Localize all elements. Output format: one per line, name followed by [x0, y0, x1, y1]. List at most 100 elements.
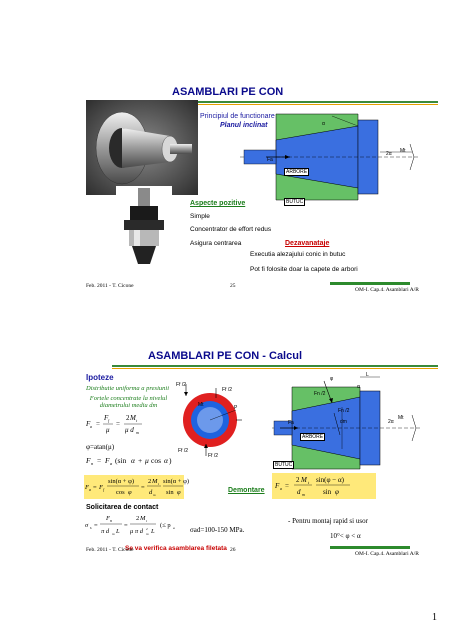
- svg-text:cos: cos: [151, 456, 161, 465]
- principle-label: Principiul de functionare: [200, 113, 275, 120]
- svg-text:φ: φ: [177, 489, 181, 496]
- positive-item: Asigura centrarea: [190, 240, 242, 247]
- svg-text:=: =: [93, 484, 97, 491]
- fn-half-label: Fn /2: [314, 391, 326, 397]
- svg-text:F: F: [105, 515, 111, 522]
- svg-text:F: F: [103, 414, 109, 422]
- svg-text:σ: σ: [85, 522, 89, 529]
- svg-text:m: m: [146, 532, 149, 536]
- angle-condition: 10°< φ < α: [330, 532, 361, 540]
- svg-text:α: α: [164, 456, 169, 465]
- svg-text:t: t: [158, 482, 160, 486]
- fa-label: Fa: [267, 157, 273, 163]
- svg-text:=: =: [94, 522, 98, 529]
- svg-text:2: 2: [136, 515, 139, 522]
- svg-text:cos: cos: [116, 489, 125, 496]
- mt-ring-label: Mt: [198, 402, 204, 408]
- svg-text:sin(α + φ): sin(α + φ): [163, 478, 189, 485]
- svg-text:M: M: [300, 476, 308, 484]
- footer-left: Feb. 2011 - T. Cicone: [86, 547, 134, 553]
- fn-half-label-2: Fn /2: [338, 408, 350, 414]
- svg-text:f: f: [108, 418, 110, 423]
- footer-right: OM-I. Cap.4. Asamblari A/R: [355, 287, 419, 293]
- svg-text:F: F: [85, 420, 91, 428]
- svg-text:=: =: [141, 484, 145, 491]
- mt-right-label: Mt: [398, 415, 404, 421]
- formula-dismount-highlight: [272, 473, 376, 499]
- svg-text:=: =: [97, 456, 101, 465]
- svg-text:μ d: μ d: [125, 426, 134, 434]
- ring-forces-diagram: [183, 384, 242, 456]
- two-alpha-label: 2α: [388, 419, 394, 425]
- svg-text:2: 2: [148, 478, 151, 485]
- hypothesis-item: Distributie uniforma a presiunii: [86, 385, 169, 392]
- butuc-label: BUTUC: [273, 461, 295, 469]
- title-underline: [112, 101, 438, 103]
- dm-label: dm: [340, 419, 347, 425]
- sigma-allowed: σad=100-150 MPa.: [190, 526, 245, 534]
- footer-bar: [330, 546, 410, 549]
- svg-text:a: a: [110, 461, 113, 466]
- ff-half-top: Ff /2: [176, 382, 187, 388]
- quick-mount-note: - Pentru montaj rapid si usor: [288, 517, 368, 525]
- svg-text:a: a: [173, 526, 175, 530]
- svg-text:m: m: [302, 492, 305, 497]
- svg-text:sin(φ − α): sin(φ − α): [316, 476, 345, 484]
- ff-half-left: Ff /2: [178, 448, 189, 454]
- formula-fa2-highlight: [84, 475, 184, 499]
- svg-text:n: n: [91, 461, 94, 466]
- svg-text:a: a: [280, 486, 282, 491]
- svg-text:M: M: [151, 478, 158, 485]
- principle-sub: Planul inclinat: [220, 122, 268, 129]
- svg-text:a: a: [89, 487, 91, 492]
- slide-title: ASAMBLARI PE CON - Calcul: [148, 350, 303, 362]
- svg-text:2: 2: [126, 414, 130, 422]
- footer-left: Feb. 2011 - T. Cicone: [86, 283, 134, 289]
- svg-text:=: =: [285, 482, 289, 490]
- alpha-label: α: [322, 121, 325, 127]
- svg-text:φ: φ: [335, 488, 339, 496]
- svg-text:s: s: [90, 525, 92, 530]
- svg-text:μ: μ: [106, 426, 110, 434]
- verify-note: Se va verifica asamblarea filetata: [125, 545, 227, 552]
- svg-text:sin: sin: [166, 489, 174, 496]
- svg-text:M: M: [129, 414, 137, 422]
- svg-text:2: 2: [146, 527, 148, 531]
- svg-text:F: F: [274, 482, 280, 490]
- svg-text:F: F: [104, 456, 110, 465]
- svg-text:α: α: [131, 456, 136, 465]
- svg-text:F: F: [98, 484, 104, 491]
- cone-calc-diagram: [272, 376, 422, 470]
- arbore-label: ARBORE: [284, 168, 310, 176]
- svg-text:+: +: [138, 456, 142, 465]
- page-number: 1: [432, 612, 437, 623]
- footer-bar: [330, 282, 410, 285]
- svg-text:t: t: [308, 480, 310, 485]
- svg-text:μ: μ: [145, 456, 149, 465]
- svg-text:μ π d: μ π d: [130, 528, 144, 535]
- dismount-title: Demontare: [228, 487, 265, 494]
- slide-25: ASAMBLARI PE CON Pri: [0, 0, 452, 300]
- two-alpha-label: 2α: [386, 151, 392, 157]
- svg-text:=: =: [96, 420, 100, 428]
- arbore-label: ARBORE: [300, 433, 326, 441]
- ff-half-side: Ff /2: [222, 387, 233, 393]
- positives-title: Aspecte pozitive: [190, 200, 246, 207]
- hypotheses-title: Ipoteze: [86, 373, 114, 382]
- disadvantages-title: Dezavanataje: [285, 240, 330, 247]
- svg-text:t: t: [146, 519, 148, 523]
- mt-label: Mt: [400, 148, 406, 154]
- contact-title: Solicitarea de contact: [86, 504, 159, 511]
- svg-text:L: L: [150, 528, 155, 535]
- svg-text:F: F: [85, 456, 91, 465]
- title-underline: [112, 365, 438, 367]
- conical-shaft-photo: [86, 100, 198, 195]
- slide-title: ASAMBLARI PE CON: [172, 86, 284, 98]
- footer-right: OM-I. Cap.4. Asamblari A/R: [355, 551, 419, 557]
- l-label: L: [366, 372, 369, 378]
